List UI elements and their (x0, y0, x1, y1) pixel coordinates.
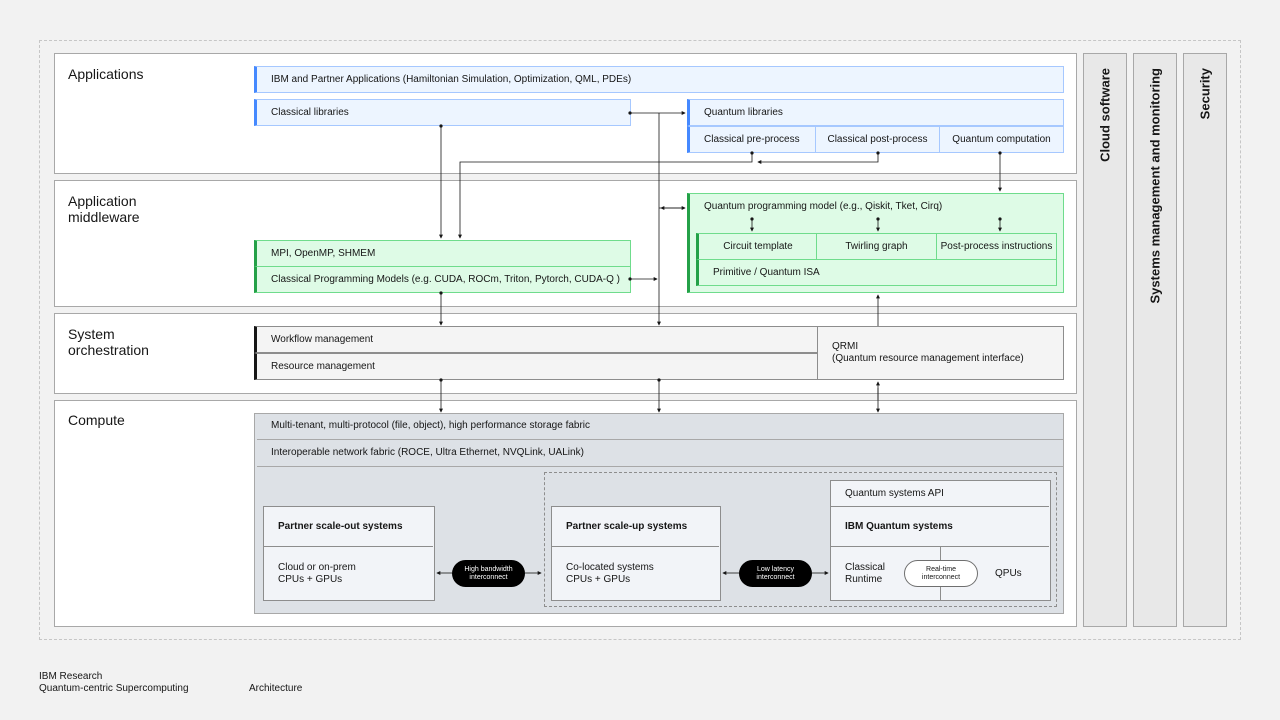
classical-programming-models: Classical Programming Models (e.g. CUDA,… (254, 266, 631, 293)
qrmi: QRMI (Quantum resource management interf… (817, 326, 1064, 380)
low-latency-interconnect: Low latency interconnect (739, 560, 812, 587)
classical-libraries: Classical libraries (254, 99, 631, 126)
scale-out-body: Cloud or on-prem CPUs + GPUs (278, 562, 356, 585)
scale-out-title: Partner scale-out systems (264, 507, 433, 547)
circuit-template: Circuit template (696, 233, 818, 260)
mpi-openmp-shmem: MPI, OpenMP, SHMEM (254, 240, 631, 267)
layer-title-orchestration: System orchestration (68, 326, 149, 358)
storage-fabric: Multi-tenant, multi-protocol (file, obje… (257, 413, 1063, 440)
footer-page: Architecture (249, 683, 303, 694)
cloud-software-column: Cloud software (1083, 53, 1127, 627)
ibm-partner-applications: IBM and Partner Applications (Hamiltonia… (254, 66, 1064, 93)
high-bandwidth-interconnect: High bandwidth interconnect (452, 560, 525, 587)
security-label: Security (1197, 68, 1213, 120)
primitive-quantum-isa: Primitive / Quantum ISA (696, 259, 1057, 286)
scale-up-title: Partner scale-up systems (552, 507, 719, 547)
classical-pre-process: Classical pre-process (687, 126, 816, 153)
real-time-interconnect: Real-time interconnect (904, 560, 978, 587)
quantum-computation: Quantum computation (939, 126, 1064, 153)
classical-post-process: Classical post-process (815, 126, 940, 153)
footer-org: IBM Research Quantum-centric Supercomput… (39, 671, 189, 694)
post-process-instructions: Post-process instructions (936, 233, 1057, 260)
layer-title-middleware: Application middleware (68, 193, 140, 225)
partner-scale-out-systems: Partner scale-out systems Cloud or on-pr… (263, 506, 435, 601)
network-fabric: Interoperable network fabric (ROCE, Ultr… (257, 440, 1063, 467)
systems-management-label: Systems management and monitoring (1147, 68, 1163, 304)
co-located-region (544, 472, 1057, 607)
diagram-frame (39, 40, 1241, 640)
resource-management: Resource management (254, 353, 818, 380)
security-column: Security (1183, 53, 1227, 627)
systems-management-column: Systems management and monitoring (1133, 53, 1177, 627)
ibm-quantum-systems-title: IBM Quantum systems (831, 507, 1049, 547)
layer-title-applications: Applications (68, 66, 144, 82)
layer-title-compute: Compute (68, 412, 125, 428)
qpus: QPUs (995, 568, 1022, 579)
scale-up-body: Co-located systems CPUs + GPUs (566, 562, 654, 585)
cloud-software-label: Cloud software (1097, 68, 1113, 162)
classical-runtime: Classical Runtime (845, 562, 886, 585)
workflow-management: Workflow management (254, 326, 818, 353)
twirling-graph: Twirling graph (816, 233, 937, 260)
quantum-programming-model: Quantum programming model (e.g., Qiskit,… (704, 200, 943, 212)
partner-scale-up-systems: Partner scale-up systems Co-located syst… (551, 506, 721, 601)
quantum-systems-api: Quantum systems API (831, 481, 1049, 507)
quantum-libraries: Quantum libraries (687, 99, 1064, 126)
